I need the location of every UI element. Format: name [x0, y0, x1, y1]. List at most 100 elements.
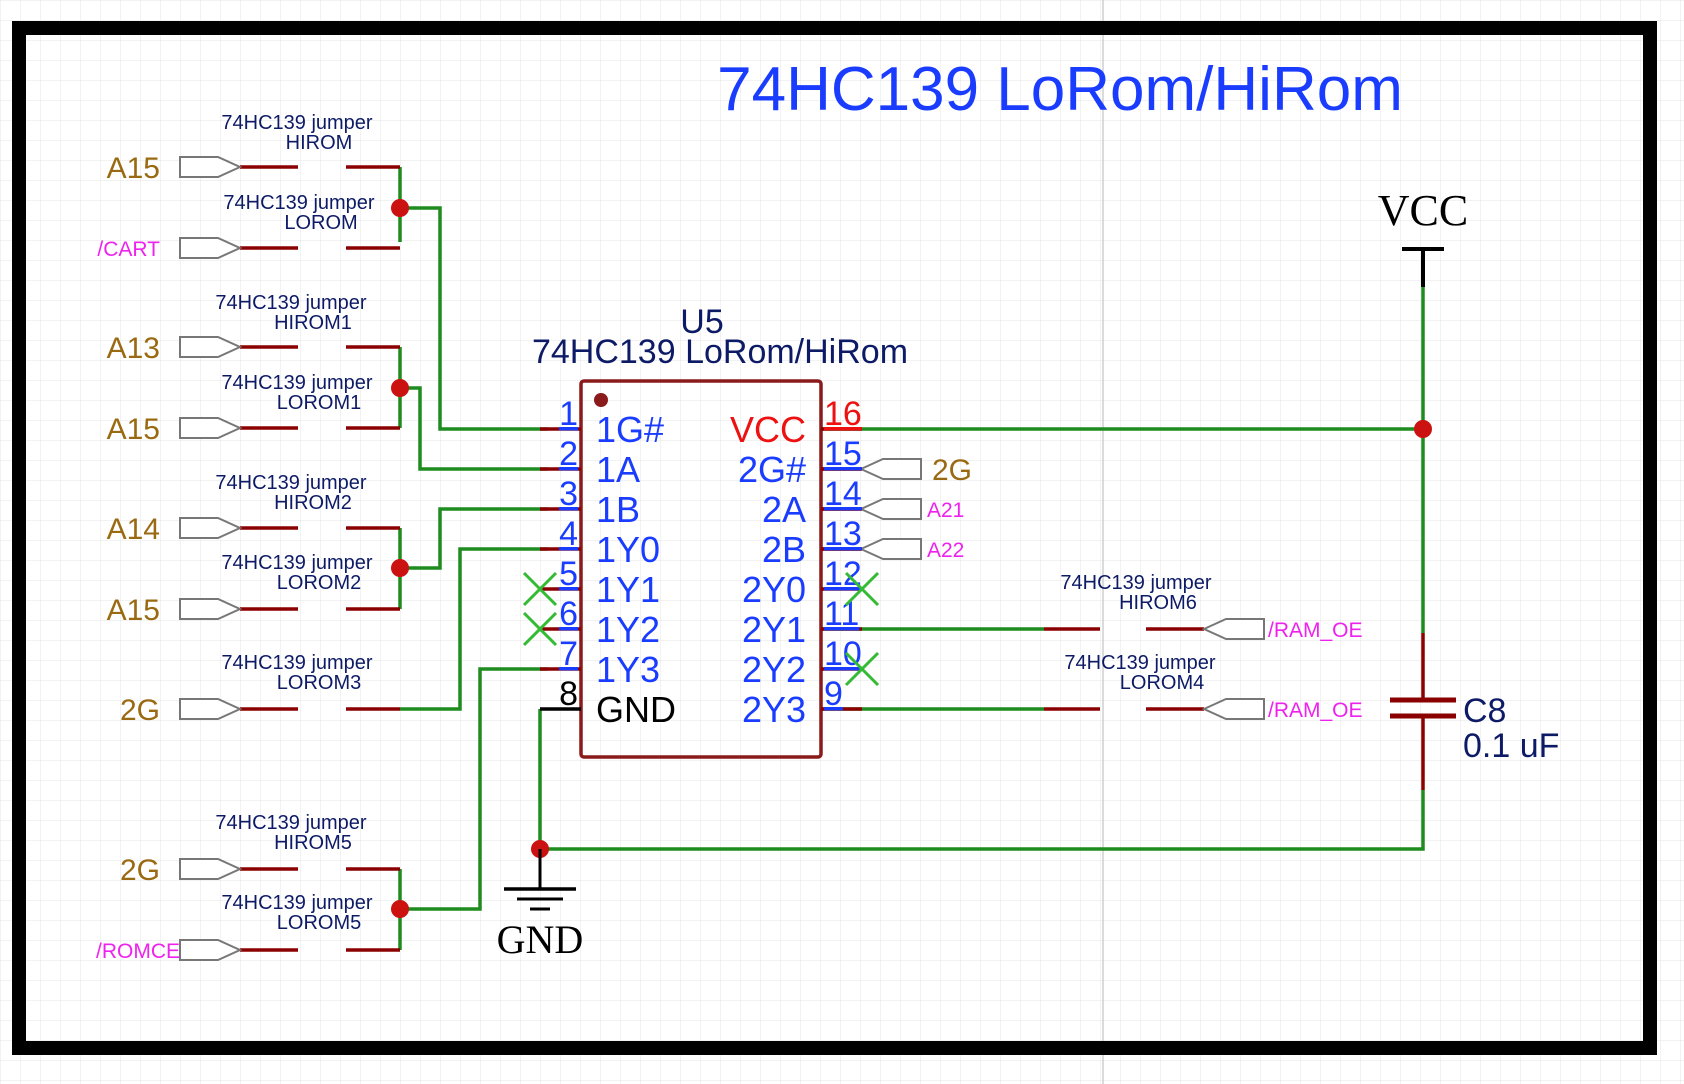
- port-label: /CART: [97, 238, 160, 261]
- cap-value: 0.1 uF: [1463, 727, 1559, 765]
- port-label: 2G: [120, 694, 160, 727]
- junction-dot: [1414, 420, 1432, 438]
- port-shape: [1201, 618, 1265, 640]
- port-flag[interactable]: A15: [107, 152, 243, 185]
- wires: [398, 167, 1425, 950]
- wire[interactable]: [400, 667, 548, 911]
- pin-name: 1Y3: [596, 649, 660, 690]
- pin-name: 1Y1: [596, 569, 660, 610]
- pin-number: 14: [824, 475, 862, 513]
- pin-name: 2Y3: [742, 689, 806, 730]
- jumper-designator: LOROM: [284, 212, 357, 234]
- port-shape: [858, 458, 922, 480]
- pin-number: 16: [824, 395, 862, 433]
- jumper-designator: HIROM: [286, 132, 353, 154]
- port-shape: [179, 336, 243, 358]
- port-label: 2G: [932, 454, 972, 487]
- port-flag[interactable]: /CART: [97, 237, 243, 261]
- jumper-type: 74HC139 jumper: [221, 372, 373, 394]
- port-flag[interactable]: A14: [107, 513, 243, 546]
- port-flag[interactable]: 2G: [821, 454, 972, 487]
- port-flag[interactable]: /RAM_OE: [1201, 618, 1363, 642]
- jumper-type: 74HC139 jumper: [1060, 572, 1212, 594]
- port-label: A15: [107, 413, 160, 446]
- port-shape: [858, 498, 922, 520]
- gnd-label: GND: [497, 917, 584, 962]
- vcc-symbol[interactable]: VCC: [1378, 186, 1468, 287]
- junction-dot: [391, 900, 409, 918]
- gnd-symbol[interactable]: GND: [497, 849, 584, 962]
- pin-name: 1G#: [596, 409, 664, 450]
- pin-name: 1Y0: [596, 529, 660, 570]
- jumper-type: 74HC139 jumper: [215, 812, 367, 834]
- port-label: A14: [107, 513, 160, 546]
- port-label: /RAM_OE: [1268, 699, 1363, 722]
- pin-number: 4: [559, 515, 578, 553]
- pin1-dot: [594, 393, 608, 407]
- jumper-type: 74HC139 jumper: [215, 472, 367, 494]
- pin-number: 8: [559, 675, 578, 713]
- port-shape: [179, 598, 243, 620]
- junction-dot: [391, 559, 409, 577]
- sheet-border: [12, 21, 1657, 1055]
- pin-number: 2: [559, 435, 578, 473]
- port-shape: [179, 858, 243, 880]
- pin-name: 2G#: [738, 449, 806, 490]
- capacitor-c8[interactable]: C8 0.1 uF: [1390, 633, 1559, 790]
- port-flag[interactable]: /ROMCE: [96, 939, 243, 963]
- chip-value: 74HC139 LoRom/HiRom: [532, 333, 908, 371]
- no-connect-marker: [522, 571, 558, 607]
- pin-number: 12: [824, 555, 862, 593]
- cap-designator: C8: [1463, 692, 1506, 730]
- port-flag[interactable]: 2G: [120, 854, 243, 887]
- port-label: /RAM_OE: [1268, 619, 1363, 642]
- pin-name: GND: [596, 689, 676, 730]
- jumper-designator: HIROM1: [274, 312, 352, 334]
- port-shape: [1201, 698, 1265, 720]
- port-shape: [179, 156, 243, 178]
- pin-number: 3: [559, 475, 578, 513]
- port-label: A15: [107, 152, 160, 185]
- pin-number: 10: [824, 635, 862, 673]
- sheet-title: 74HC139 LoRom/HiRom: [717, 55, 1403, 124]
- pin-number: 15: [824, 435, 862, 473]
- wire[interactable]: [400, 386, 548, 471]
- port-label: A15: [107, 594, 160, 627]
- wire[interactable]: [400, 507, 548, 570]
- jumper-designator: LOROM4: [1120, 672, 1204, 694]
- port-label: A21: [927, 499, 964, 522]
- port-flag[interactable]: /RAM_OE: [1201, 698, 1363, 722]
- pin-name: 2Y1: [742, 609, 806, 650]
- pin-name: 2B: [762, 529, 806, 570]
- jumper-type: 74HC139 jumper: [221, 892, 373, 914]
- wire[interactable]: [400, 547, 548, 711]
- jumper-designator: HIROM2: [274, 492, 352, 514]
- wire[interactable]: [540, 790, 1425, 851]
- jumper-designator: LOROM5: [277, 912, 361, 934]
- port-flag[interactable]: A15: [107, 413, 243, 446]
- pin-name: 2A: [762, 489, 806, 530]
- pin-name: VCC: [730, 409, 806, 450]
- pin-name: 2Y0: [742, 569, 806, 610]
- port-flag[interactable]: A13: [107, 332, 243, 365]
- chip-body[interactable]: [579, 379, 823, 759]
- jumper-type: 74HC139 jumper: [221, 552, 373, 574]
- wire[interactable]: [400, 206, 548, 431]
- no-connect-markers: [522, 571, 880, 687]
- port-flag[interactable]: 2G: [120, 694, 243, 727]
- port-flag[interactable]: A15: [107, 594, 243, 627]
